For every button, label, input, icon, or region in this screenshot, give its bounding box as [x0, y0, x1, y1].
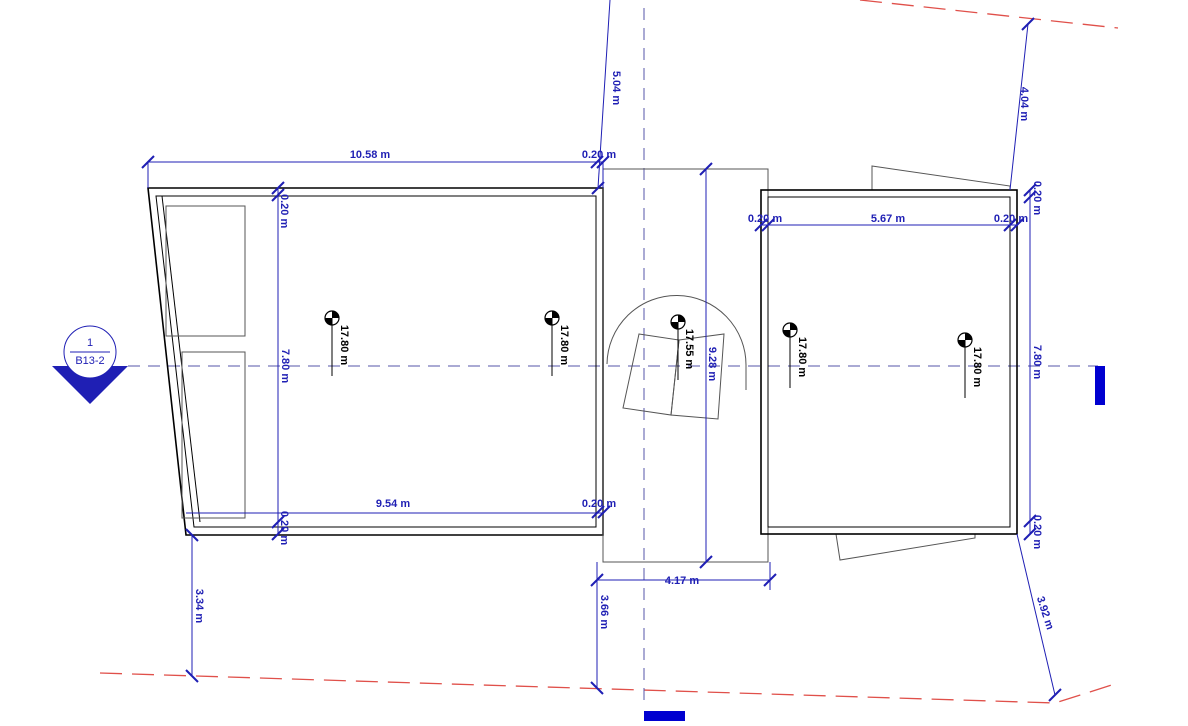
dim-0-20-right-bottom: 0.20 m [1031, 515, 1043, 549]
dim-0-20-bottom-mid: 0.20 m [582, 498, 616, 510]
property-lines [99, 0, 1119, 704]
dim-3-34: 3.34 m [193, 589, 205, 623]
property-line-top [859, 0, 1119, 29]
spot-elevation-icon [670, 314, 686, 381]
svg-text:17.55 m: 17.55 m [683, 329, 695, 370]
dim-10-58: 10.58 m [350, 149, 391, 161]
left-room-upper [165, 205, 246, 337]
stair-arc [606, 295, 747, 390]
spot-elevation-2: 17.80 m [544, 310, 570, 377]
dim-7-80-left: 7.80 m [279, 349, 291, 383]
spot-elevation-1: 17.80 m [324, 310, 350, 377]
spot-elevation-5: 17.80 m [957, 332, 983, 399]
dim-0-20-left-bottom: 0.20 m [278, 511, 290, 545]
dim-5-04: 5.04 m [610, 71, 622, 105]
dim-4-04: 4.04 m [1018, 87, 1030, 121]
dim-0-20-top: 0.20 m [582, 149, 616, 161]
right-canopy-bottom [835, 533, 976, 561]
section-marker-bottom[interactable] [644, 711, 685, 721]
dim-4-17: 4.17 m [665, 575, 699, 587]
section-tag-arrow-icon [52, 366, 128, 404]
section-tag[interactable]: 1 B13-2 [52, 325, 128, 404]
dim-7-80-right: 7.80 m [1031, 345, 1043, 379]
stair-element-left [622, 333, 680, 416]
section-tag-number: 1 [87, 337, 93, 349]
section-tag-sheet: B13-2 [75, 355, 104, 367]
right-building-inner-wall [767, 196, 1011, 528]
dim-9-28: 9.28 m [706, 347, 718, 381]
dim-5-67: 5.67 m [871, 213, 905, 225]
stair-element-right [670, 333, 725, 420]
section-marker-right[interactable] [1095, 366, 1105, 405]
right-building [760, 165, 1018, 561]
section-lines [128, 8, 1098, 708]
dimension-labels: 10.58 m 0.20 m 0.20 m 7.80 m 9.54 m 0.20… [193, 71, 1056, 632]
right-building-outer-wall [760, 189, 1018, 535]
right-canopy-top [871, 165, 1011, 191]
svg-text:17.80 m: 17.80 m [971, 347, 983, 388]
svg-text:17.80 m: 17.80 m [338, 325, 350, 366]
svg-text:17.80 m: 17.80 m [796, 337, 808, 378]
left-building [147, 187, 604, 536]
left-building-wall-line [161, 195, 201, 523]
left-building-inner-wall [155, 195, 597, 528]
left-building-outer-wall [147, 187, 604, 536]
svg-text:17.80 m: 17.80 m [558, 325, 570, 366]
dim-0-20-left-top: 0.20 m [278, 194, 290, 228]
spot-elevation-3: 17.55 m [670, 314, 695, 381]
property-line-bottom [99, 672, 1119, 704]
dim-3-92: 3.92 m [1034, 595, 1056, 631]
dimension-lines [141, 0, 1062, 702]
dim-9-54: 9.54 m [376, 498, 410, 510]
dim-3-66: 3.66 m [598, 595, 610, 629]
dim-0-20-right-b: 0.20 m [994, 213, 1028, 225]
left-room-lower [181, 351, 246, 519]
spot-elevation-icon [782, 322, 798, 389]
dim-0-20-right-top: 0.20 m [1031, 181, 1043, 215]
dim-0-20-right-a: 0.20 m [748, 213, 782, 225]
spot-elevation-4: 17.80 m [782, 322, 808, 389]
